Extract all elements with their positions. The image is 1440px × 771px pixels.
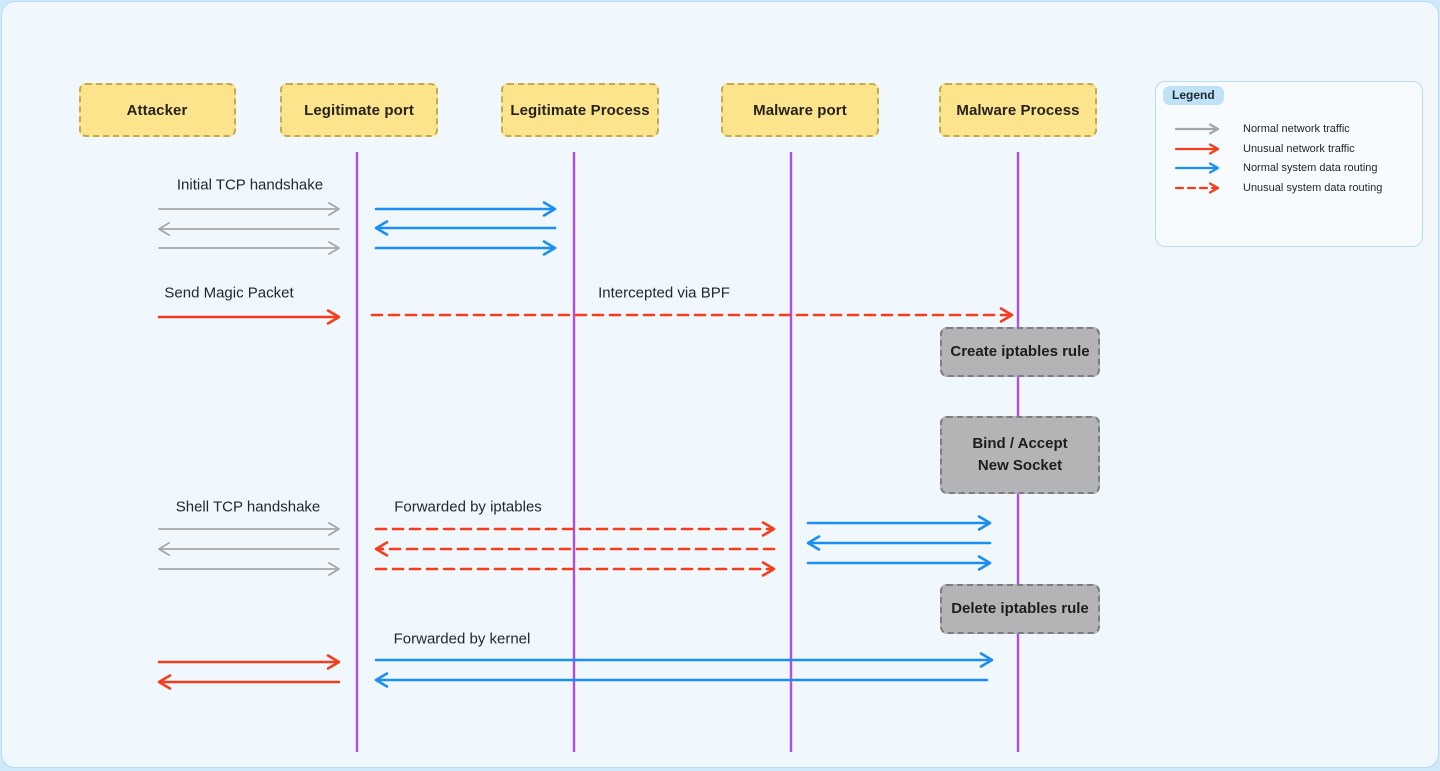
legend-arrow-icon-unusual-routing — [1174, 182, 1220, 194]
legend-arrow-icon-normal-routing — [1174, 162, 1220, 174]
arrow-unusual-routing — [374, 541, 776, 557]
arrow-normal-routing — [374, 220, 557, 236]
legend-item-unusual-network: Unusual network traffic — [1174, 142, 1355, 156]
arrow-unusual-network — [157, 309, 341, 325]
actor-box-legitimate-process: Legitimate Process — [501, 83, 659, 137]
message-label-forwarded-by-kernel: Forwarded by kernel — [393, 630, 531, 648]
legend-arrow-icon-unusual-network — [1174, 143, 1220, 155]
arrow-unusual-routing — [370, 307, 1014, 323]
arrow-unusual-routing — [374, 561, 776, 577]
legend-item-normal-routing: Normal system data routing — [1174, 161, 1378, 175]
arrow-normal-network — [158, 222, 340, 236]
action-box-label: Delete iptables rule — [951, 600, 1089, 618]
message-label-shell-tcp-handshake: Shell TCP handshake — [175, 498, 321, 516]
legend-item-normal-network: Normal network traffic — [1174, 122, 1350, 136]
actor-box-malware-port: Malware port — [721, 83, 879, 137]
action-box-label: New Socket — [977, 457, 1063, 474]
legend-item-label: Normal network traffic — [1243, 123, 1350, 135]
arrow-normal-network — [158, 202, 340, 216]
legend-arrow-icon-normal-network — [1174, 123, 1220, 135]
arrow-unusual-network — [157, 654, 341, 670]
arrow-normal-routing — [374, 652, 994, 668]
actor-label: Legitimate Process — [510, 101, 650, 119]
action-box-label: Bind / Accept — [972, 435, 1068, 453]
arrow-normal-routing — [806, 515, 992, 531]
legend-item-label: Normal system data routing — [1243, 162, 1378, 175]
actor-box-attacker: Attacker — [78, 83, 236, 137]
action-box-label: Create iptables rule — [950, 343, 1090, 361]
arrow-unusual-routing — [374, 521, 776, 537]
message-label-initial-tcp-handshake: Initial TCP handshake — [176, 176, 324, 194]
actor-label: Malware Process — [956, 101, 1080, 119]
actor-label: Attacker — [126, 101, 188, 119]
legend-title: Legend — [1163, 86, 1224, 105]
message-label-forwarded-by-iptables: Forwarded by iptables — [394, 498, 542, 516]
message-label-send-magic-packet: Send Magic Packet — [164, 284, 294, 302]
actor-label: Legitimate port — [304, 101, 414, 119]
action-box-create-iptables-rule: Create iptables rule — [940, 327, 1100, 377]
arrow-normal-network — [158, 542, 340, 556]
legend-item-unusual-routing: Unusual system data routing — [1174, 181, 1382, 195]
arrow-normal-network — [158, 562, 340, 576]
arrow-normal-network — [158, 241, 340, 255]
arrow-normal-routing — [374, 672, 989, 688]
message-label-intercepted-via-bpf: Intercepted via BPF — [598, 284, 730, 302]
arrow-normal-routing — [374, 240, 557, 256]
actor-label: Malware port — [753, 101, 847, 119]
arrow-normal-network — [158, 522, 340, 536]
arrow-normal-routing — [806, 535, 992, 551]
arrow-unusual-network — [157, 674, 341, 690]
legend-item-label: Unusual system data routing — [1243, 182, 1383, 195]
arrow-normal-routing — [806, 555, 992, 571]
actor-box-legitimate-port: Legitimate port — [280, 83, 438, 137]
legend-item-label: Unusual network traffic — [1243, 142, 1355, 155]
actor-box-malware-process: Malware Process — [939, 83, 1097, 137]
arrow-normal-routing — [374, 201, 557, 217]
action-box-delete-iptables-rule: Delete iptables rule — [940, 584, 1100, 634]
